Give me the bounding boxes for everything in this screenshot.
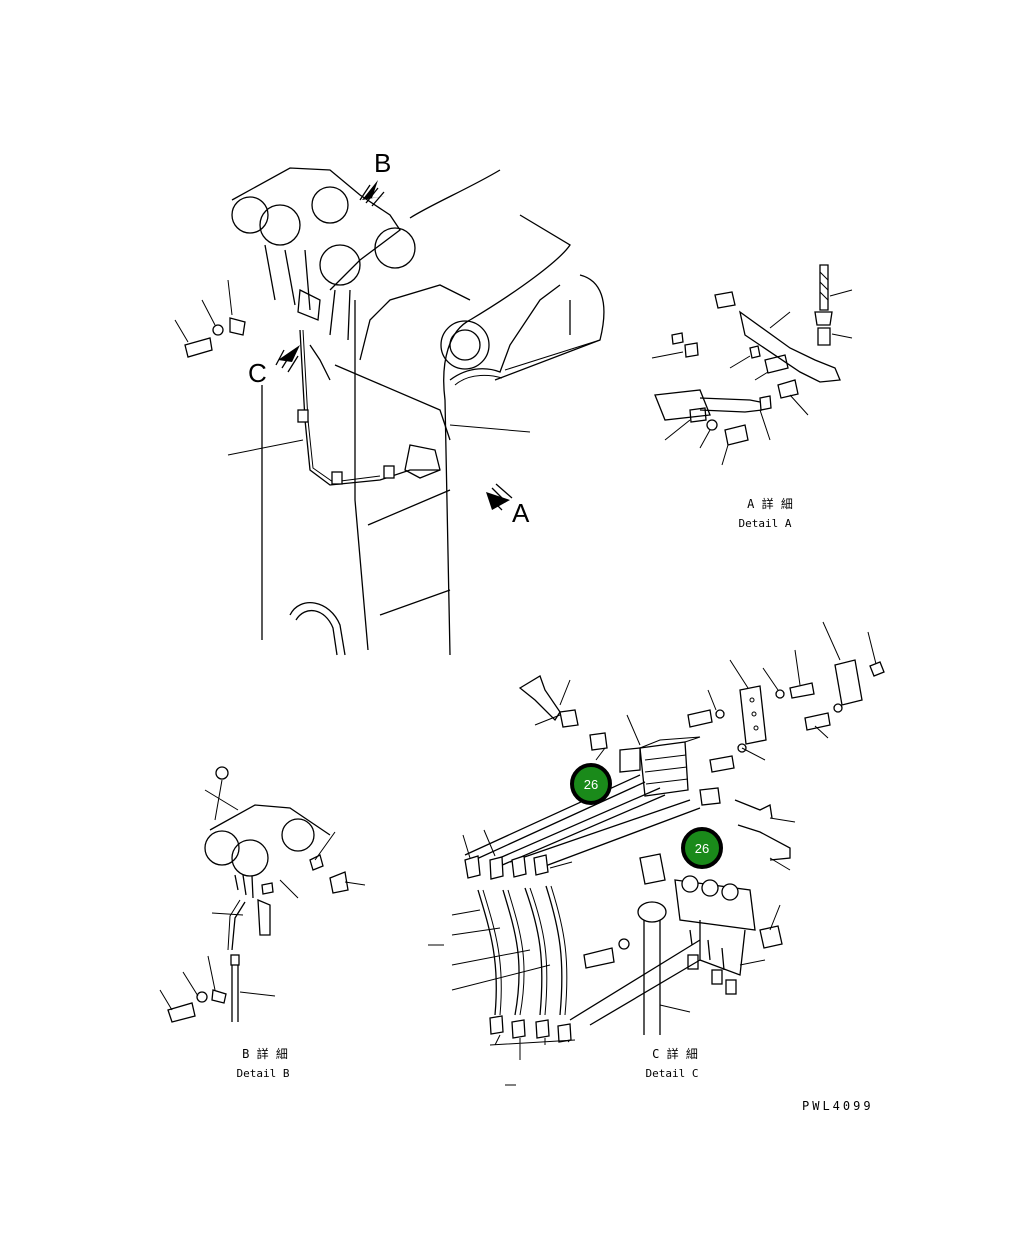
callout-26-lower[interactable]: 26	[681, 827, 723, 869]
callout-number: 26	[695, 841, 709, 856]
detail-b-view: B 詳 細 Detail B	[159, 766, 366, 1080]
main-boom-view	[174, 167, 605, 656]
detail-b-caption-en: Detail B	[237, 1067, 290, 1080]
callout-26-upper[interactable]: 26	[570, 763, 612, 805]
arrow-view-b: B	[359, 148, 391, 207]
detail-a-caption-en: Detail A	[739, 517, 792, 530]
arrow-label-c: C	[248, 358, 267, 388]
drawing-number: PWL4099	[802, 1099, 874, 1113]
arrow-label-b: B	[374, 148, 391, 178]
detail-a-view: A 詳 細 Detail A	[651, 264, 853, 530]
detail-c-caption-jp: C 詳 細	[652, 1046, 698, 1061]
arrow-label-a: A	[512, 498, 530, 528]
callout-number: 26	[584, 777, 598, 792]
arrow-view-a: A	[486, 483, 530, 528]
detail-c-caption-en: Detail C	[646, 1067, 699, 1080]
detail-c-view: C 詳 細 Detail C	[428, 621, 885, 1086]
detail-a-caption-jp: A 詳 細	[747, 496, 793, 511]
arrow-view-c: C	[248, 345, 300, 388]
detail-b-caption-jp: B 詳 細	[242, 1046, 288, 1061]
